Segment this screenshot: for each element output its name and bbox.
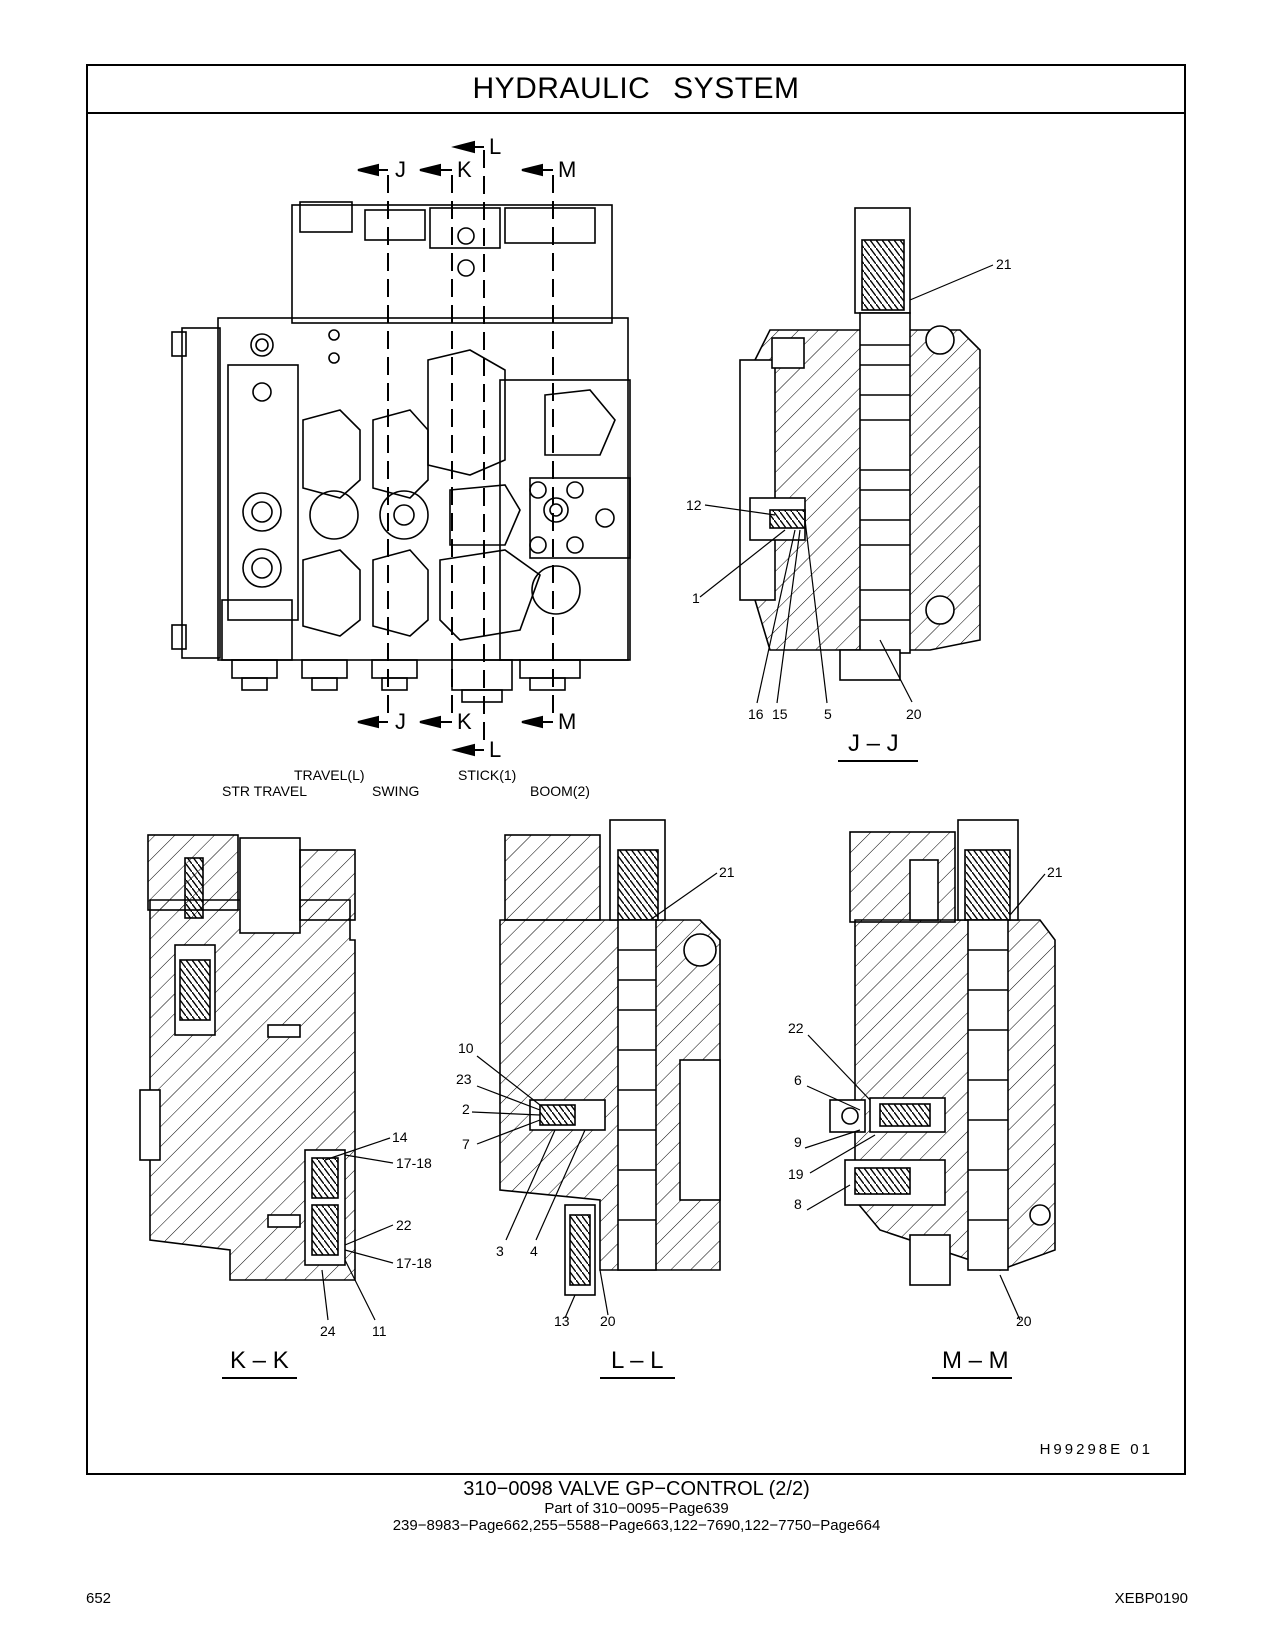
section-title-jj: J – J: [848, 730, 899, 757]
callout-leaders: [321, 264, 1046, 1321]
callout-kk-11: 11: [372, 1323, 387, 1339]
callout-mm-20: 20: [1016, 1313, 1032, 1329]
caption-references: 239−8983−Page662,255−5588−Page663,122−76…: [392, 1517, 881, 1534]
section-cut-lines: [387, 150, 554, 745]
section-kk-view: [139, 834, 356, 1281]
document-id: XEBP0190: [1114, 1590, 1188, 1607]
section-title-jj-underline: [838, 760, 918, 762]
main-valve-view: [171, 201, 631, 703]
callout-mm-6: 6: [794, 1072, 802, 1088]
callout-jj-15: 15: [772, 706, 788, 722]
cut-label-k-top: K: [457, 157, 472, 182]
callout-jj-21: 21: [996, 256, 1012, 272]
cut-label-j-top: J: [395, 157, 406, 182]
section-title-kk: K – K: [230, 1347, 289, 1374]
label-swing: SWING: [372, 783, 420, 799]
callout-ll-7: 7: [462, 1136, 470, 1152]
section-title-kk-underline: [222, 1377, 297, 1379]
callout-ll-2: 2: [462, 1101, 470, 1117]
section-title-ll: L – L: [611, 1347, 664, 1374]
callout-kk-24: 24: [320, 1323, 336, 1339]
page-number: 652: [86, 1590, 112, 1607]
section-title-mm-underline: [932, 1377, 1012, 1379]
cut-label-l-top: L: [489, 134, 502, 159]
drawing-frame: HYDRAULIC SYSTEM: [86, 64, 1186, 1475]
callout-ll-3: 3: [496, 1243, 504, 1259]
section-cut-arrows: [357, 140, 553, 757]
cut-label-k-bottom: K: [457, 709, 472, 734]
section-title-ll-underline: [600, 1377, 675, 1379]
callout-jj-5: 5: [824, 706, 832, 722]
cut-label-l-bottom: L: [489, 737, 502, 762]
callout-jj-16: 16: [748, 706, 764, 722]
callout-jj-1: 1: [692, 590, 700, 606]
caption-part-of: Part of 310−0095−Page639: [544, 1500, 729, 1517]
label-boom: BOOM(2): [530, 783, 590, 799]
callout-kk-14: 14: [392, 1129, 408, 1145]
figure-id: H99298E 01: [1039, 1441, 1153, 1458]
callout-mm-21: 21: [1047, 864, 1063, 880]
callout-kk-17-18-bottom: 17-18: [396, 1255, 432, 1271]
callout-jj-20: 20: [906, 706, 922, 722]
callout-ll-13: 13: [554, 1313, 570, 1329]
callout-ll-10: 10: [458, 1040, 474, 1056]
callout-mm-8: 8: [794, 1196, 802, 1212]
callout-ll-4: 4: [530, 1243, 538, 1259]
callout-ll-23: 23: [456, 1071, 472, 1087]
section-ll-view: [499, 819, 721, 1296]
cut-label-j-bottom: J: [395, 709, 406, 734]
callout-mm-22: 22: [788, 1020, 804, 1036]
callout-jj-12: 12: [686, 497, 702, 513]
callout-kk-22: 22: [396, 1217, 412, 1233]
callout-mm-9: 9: [794, 1134, 802, 1150]
callout-mm-19: 19: [788, 1166, 804, 1182]
caption-title: 310−0098 VALVE GP−CONTROL (2/2): [463, 1478, 810, 1500]
callout-ll-20: 20: [600, 1313, 616, 1329]
label-travel-l: TRAVEL(L): [294, 767, 365, 783]
section-mm-view: [829, 819, 1056, 1286]
callout-kk-17-18-top: 17-18: [396, 1155, 432, 1171]
cut-label-m-bottom: M: [558, 709, 577, 734]
label-stick: STICK(1): [458, 767, 517, 783]
cut-label-m-top: M: [558, 157, 577, 182]
page-title: HYDRAULIC SYSTEM: [88, 66, 1184, 114]
label-str-travel: STR TRAVEL: [222, 783, 308, 799]
section-title-mm: M – M: [942, 1347, 1009, 1374]
callout-ll-21: 21: [719, 864, 735, 880]
